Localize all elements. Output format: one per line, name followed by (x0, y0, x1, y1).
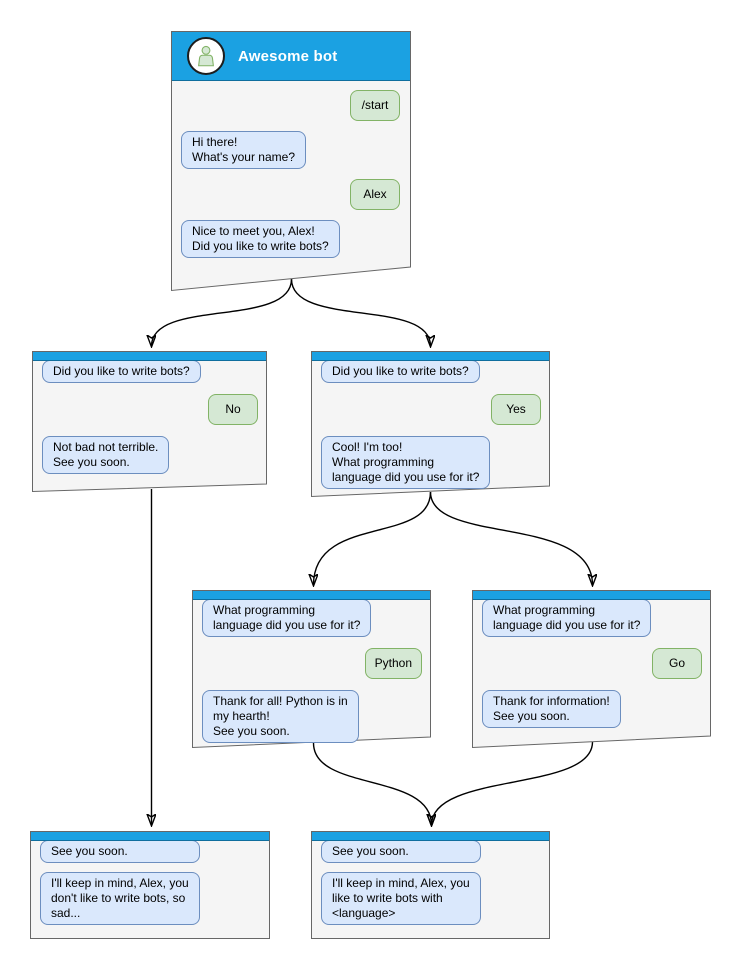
bot-message-bubble: Hi there! What's your name? (181, 131, 307, 169)
bot-message-bubble: Cool! I'm too! What programming language… (321, 436, 491, 489)
bot-message-bubble: What programming language did you use fo… (202, 599, 372, 637)
titlebar-strip (193, 591, 430, 600)
chat-window-end-no: See you soon. I'll keep in mind, Alex, y… (30, 831, 270, 939)
titlebar-strip (33, 352, 266, 361)
edge-go-to-end-yes (432, 741, 594, 825)
chat-window-end-yes: See you soon. I'll keep in mind, Alex, y… (311, 831, 550, 939)
user-message-bubble: No (208, 394, 258, 425)
chat-window-python: What programming language did you use fo… (192, 590, 431, 749)
edge-python-to-end-yes (312, 742, 432, 825)
bot-message-bubble: Thank for information! See you soon. (482, 690, 621, 728)
user-message-bubble: Yes (491, 394, 541, 425)
edge-main-to-branch-yes (290, 278, 431, 346)
user-message-bubble: /start (350, 90, 400, 121)
edge-main-to-branch-no (152, 278, 293, 346)
bot-message-bubble: Nice to meet you, Alex! Did you like to … (181, 220, 340, 258)
titlebar-strip (312, 352, 549, 361)
user-message-bubble: Python (364, 648, 422, 679)
avatar (187, 37, 225, 75)
bot-message-bubble: I'll keep in mind, Alex, you don't like … (40, 872, 200, 925)
chat-window-branch-no: Did you like to write bots? No Not bad n… (32, 351, 267, 493)
edge-branch-yes-to-python (314, 491, 432, 585)
bot-message-bubble: See you soon. (40, 840, 200, 863)
bot-message-bubble: Did you like to write bots? (42, 360, 201, 383)
titlebar: Awesome bot (172, 32, 410, 81)
bot-message-bubble: Thank for all! Python is in my hearth! S… (202, 690, 359, 743)
titlebar-strip (31, 832, 269, 841)
edge-branch-yes-to-go (429, 491, 593, 585)
chat-window-go: What programming language did you use fo… (472, 590, 711, 749)
chat-window-branch-yes: Did you like to write bots? Yes Cool! I'… (311, 351, 550, 498)
bot-message-bubble: See you soon. (321, 840, 481, 863)
bot-message-bubble: What programming language did you use fo… (482, 599, 652, 637)
user-message-bubble: Go (652, 648, 702, 679)
person-icon (198, 45, 214, 67)
bot-message-bubble: I'll keep in mind, Alex, you like to wri… (321, 872, 481, 925)
window-title: Awesome bot (238, 47, 338, 65)
user-message-bubble: Alex (350, 179, 400, 210)
bot-message-bubble: Not bad not terrible. See you soon. (42, 436, 170, 474)
bot-message-bubble: Did you like to write bots? (321, 360, 480, 383)
titlebar-strip (312, 832, 549, 841)
chat-window-main: Awesome bot /start Hi there! What's your… (171, 31, 411, 292)
titlebar-strip (473, 591, 710, 600)
